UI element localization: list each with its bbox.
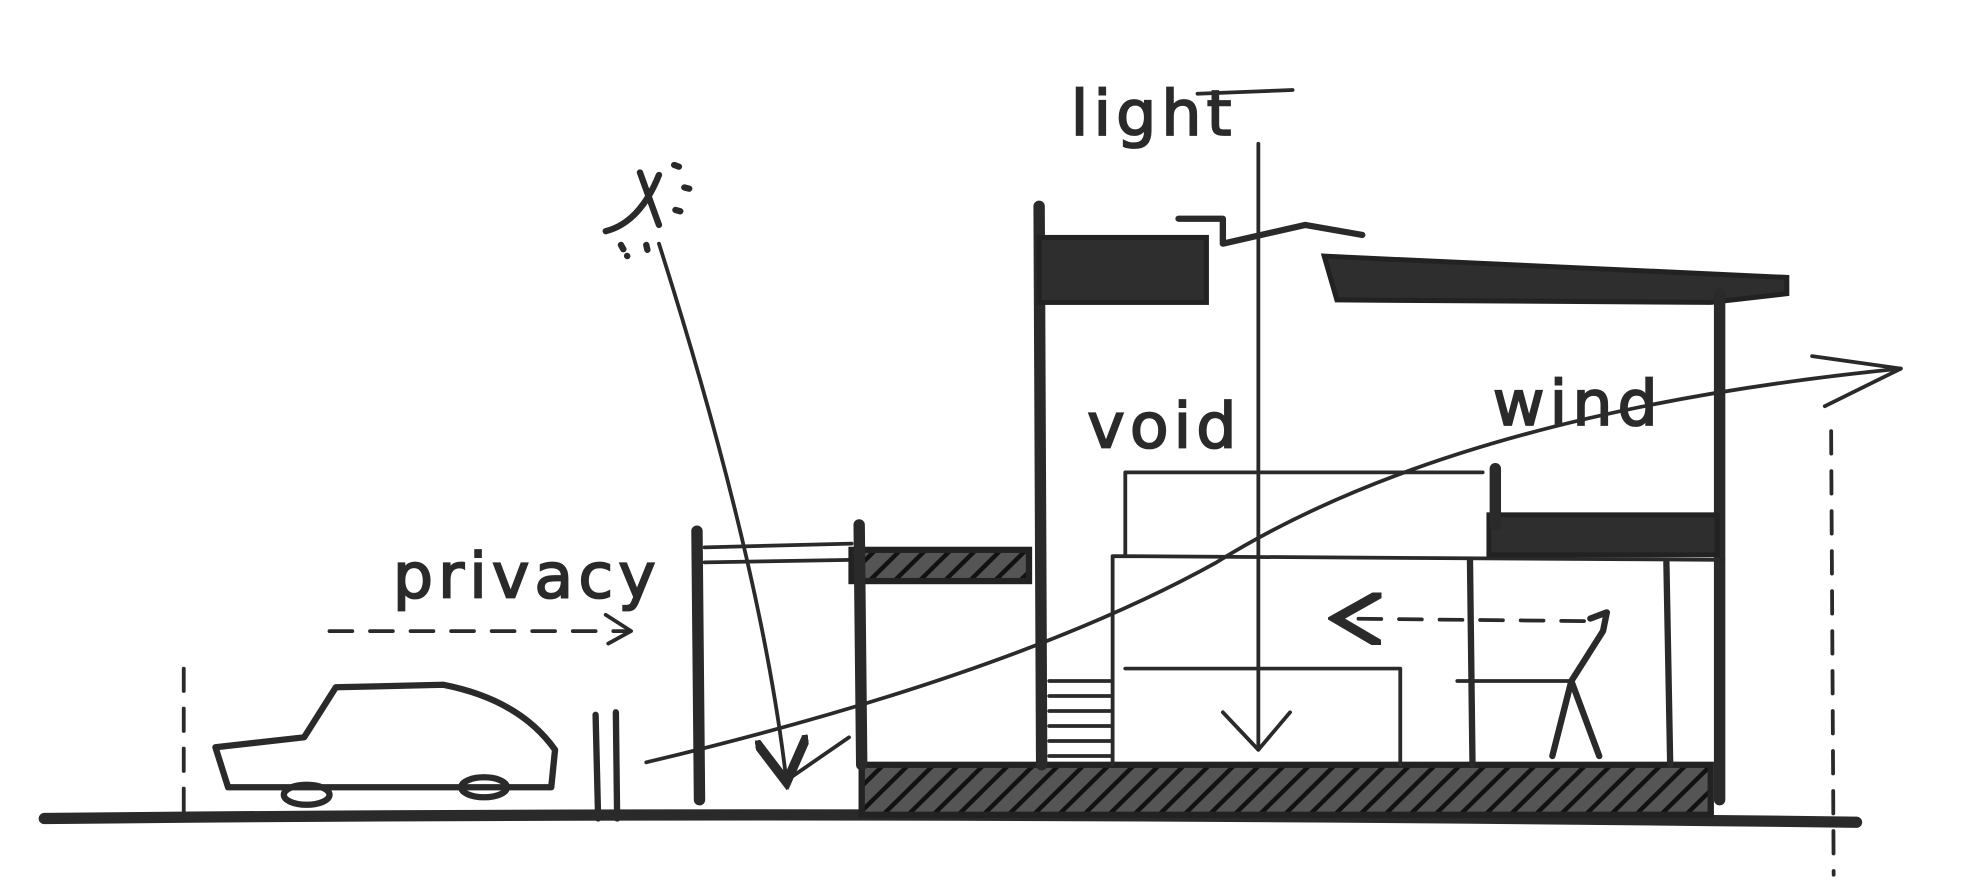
floor-slab [858, 761, 1714, 818]
roof-right [1320, 253, 1790, 305]
label-light: light [1071, 77, 1237, 149]
label-void: void [1087, 390, 1241, 462]
canopy-slab [848, 546, 1033, 585]
interior-movement-arrow [1343, 619, 1586, 621]
label-wind: wind [1493, 367, 1663, 439]
property-line-right [1829, 429, 1836, 877]
fence-post [592, 709, 621, 822]
stairs [1047, 679, 1115, 758]
person-figure [1455, 609, 1611, 760]
roof-left [1036, 234, 1209, 305]
label-privacy: privacy [393, 540, 661, 612]
wind-arrow [644, 366, 1903, 765]
mezzanine-slab [1486, 512, 1720, 558]
car [212, 681, 559, 808]
sun-icon [602, 161, 698, 260]
sun-ray-arrow [657, 241, 786, 775]
